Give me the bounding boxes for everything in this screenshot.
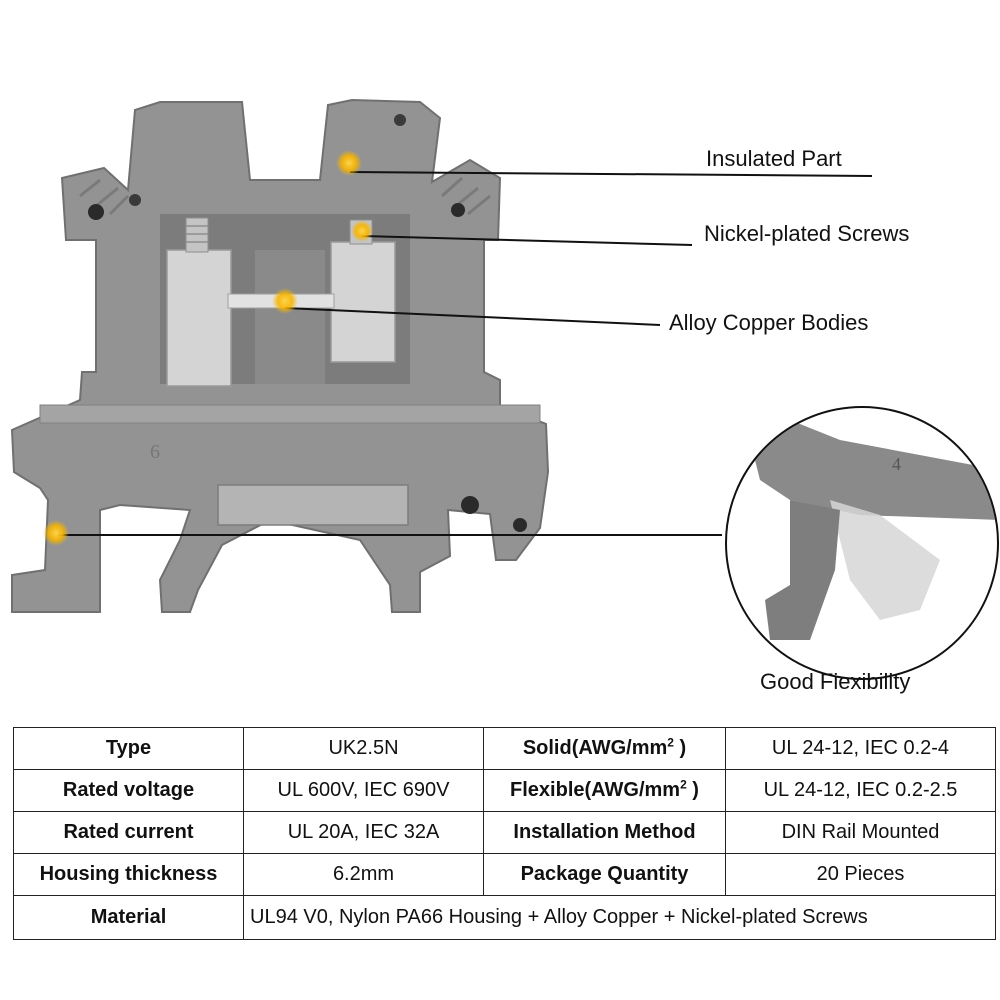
spec-value: UL 24-12, IEC 0.2-2.5 [725, 769, 996, 812]
spec-value: UL 24-12, IEC 0.2-4 [725, 727, 996, 770]
spec-value: UL 20A, IEC 32A [243, 811, 484, 854]
table-row: Type UK2.5N Solid(AWG/mm2 ) UL 24-12, IE… [13, 727, 996, 770]
spec-key: Solid(AWG/mm2 ) [483, 727, 726, 770]
callout-alloy-copper-bodies: Alloy Copper Bodies [669, 310, 869, 335]
callout-lines [58, 171, 873, 536]
spec-value: 6.2mm [243, 853, 484, 896]
terminal-housing: 6 [10, 98, 550, 613]
terminal-block-illustration: 6 4 [10, 98, 999, 680]
zoom-housing-number: 4 [892, 454, 901, 474]
marker-insulated-part [336, 150, 362, 176]
housing-number: 6 [150, 441, 160, 463]
spec-key: Rated current [13, 811, 244, 854]
spec-value: UL94 V0, Nylon PA66 Housing + Alloy Copp… [243, 895, 996, 940]
marker-nickel-screws [351, 220, 373, 242]
spec-key: Package Quantity [483, 853, 726, 896]
spec-value: 20 Pieces [725, 853, 996, 896]
marker-flexibility [43, 520, 69, 546]
spec-value: DIN Rail Mounted [725, 811, 996, 854]
callout-good-flexibility: Good Fiexibility [760, 669, 911, 694]
spec-value: UL 600V, IEC 690V [243, 769, 484, 812]
callout-nickel-plated-screws: Nickel-plated Screws [704, 221, 910, 246]
spec-key: Installation Method [483, 811, 726, 854]
table-row: Material UL94 V0, Nylon PA66 Housing + A… [13, 895, 996, 940]
spec-value: UK2.5N [243, 727, 484, 770]
table-row: Housing thickness 6.2mm Package Quantity… [13, 853, 996, 896]
spec-key: Flexible(AWG/mm2 ) [483, 769, 726, 812]
spec-key: Type [13, 727, 244, 770]
table-row: Rated current UL 20A, IEC 32A Installati… [13, 811, 996, 854]
callout-insulated-part: Insulated Part [706, 146, 842, 171]
table-row: Rated voltage UL 600V, IEC 690V Flexible… [13, 769, 996, 812]
spec-key: Housing thickness [13, 853, 244, 896]
spec-key: Material [13, 895, 244, 940]
spec-table: Type UK2.5N Solid(AWG/mm2 ) UL 24-12, IE… [13, 727, 996, 940]
spec-key: Rated voltage [13, 769, 244, 812]
marker-copper-bodies [272, 288, 298, 314]
flexibility-zoom-view: 4 [725, 406, 999, 680]
